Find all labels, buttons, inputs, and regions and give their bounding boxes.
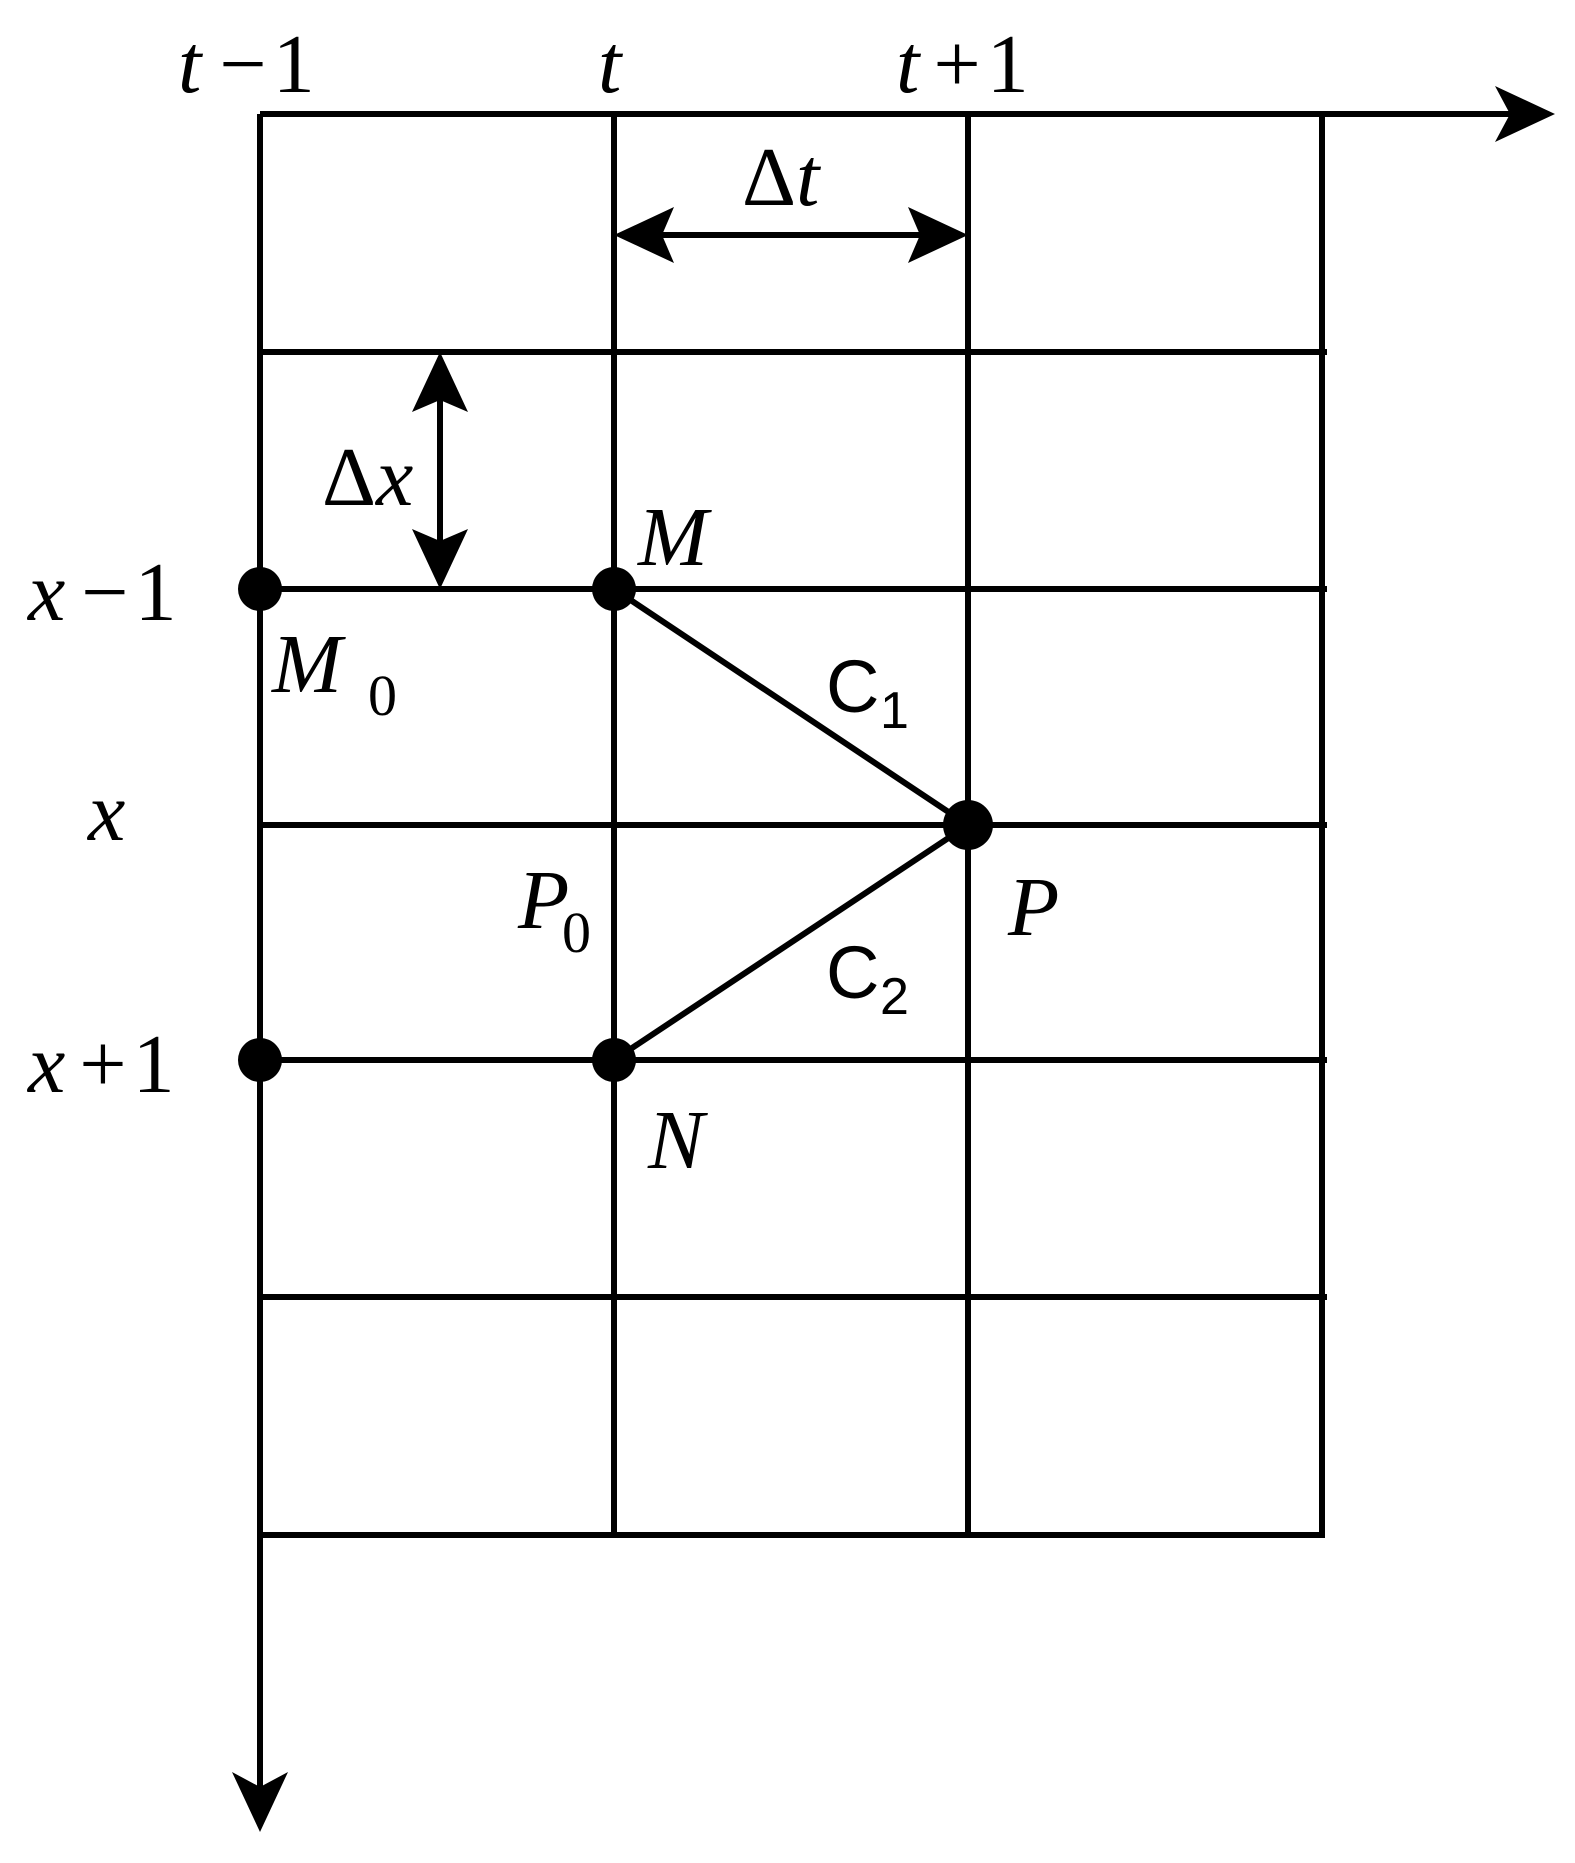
time-axis-arrow-icon [1495, 86, 1555, 142]
characteristic-label-c1-subscript: 1 [880, 682, 909, 740]
node-p [943, 800, 993, 850]
point-label-m0: M [271, 618, 346, 711]
dt-right-arrow-icon [908, 207, 968, 263]
point-label-p0: P [517, 854, 569, 947]
tick-label-t-minus-1: t−1 [178, 18, 315, 111]
tick-label-x-plus-1: x+1 [26, 1018, 175, 1111]
tick-label-t-plus-1: t+1 [896, 18, 1029, 111]
characteristic-label-c2-subscript: 2 [880, 968, 909, 1026]
dt-left-arrow-icon [614, 207, 674, 263]
characteristic-c1-line [611, 586, 971, 828]
node-m [592, 567, 636, 611]
characteristic-label-c2: C [826, 931, 879, 1014]
space-axis-arrow-icon [232, 1772, 288, 1832]
point-label-m: M [637, 491, 712, 584]
node-n [592, 1038, 636, 1082]
tick-label-t: t [598, 18, 624, 111]
characteristic-label-c1: C [826, 645, 879, 728]
node-m0 [238, 567, 282, 611]
tick-label-x-minus-1: x−1 [26, 546, 177, 639]
dx-bottom-arrow-icon [412, 529, 468, 589]
dx-top-arrow-icon [412, 352, 468, 412]
point-label-m0-subscript: 0 [368, 663, 397, 728]
tick-label-x: x [86, 766, 125, 859]
point-label-n: N [647, 1094, 708, 1187]
point-label-p: P [1007, 861, 1059, 954]
dt-label: Δt [742, 131, 822, 224]
node-x-plus-1-left [238, 1038, 282, 1082]
point-label-p0-subscript: 0 [562, 900, 591, 965]
dx-label: Δx [322, 431, 413, 524]
characteristic-c2-line [611, 822, 971, 1063]
